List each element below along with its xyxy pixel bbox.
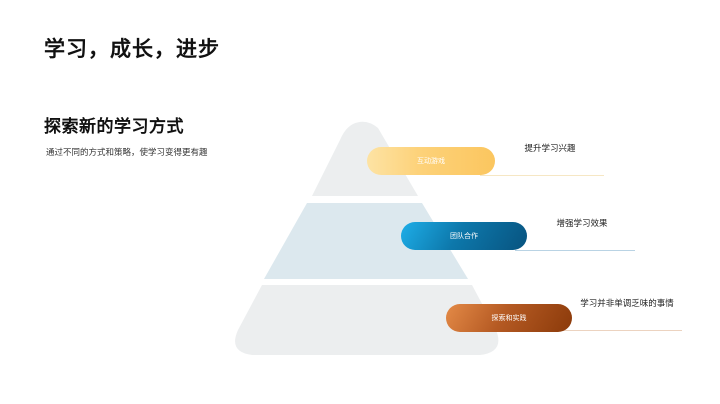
pyramid-level-bottom xyxy=(235,285,499,355)
level-description-2: 增强学习效果 xyxy=(556,219,608,229)
slide-title: 学习，成长，进步 xyxy=(44,37,220,61)
level-label-text: 探索和实践 xyxy=(491,314,527,322)
section-description: 通过不同的方式和策略，使学习变得更有趣 xyxy=(46,148,208,158)
level-label-teamwork: 团队合作 xyxy=(401,222,527,250)
level-description-1: 提升学习兴趣 xyxy=(524,144,576,154)
level-description-3: 学习并非单调乏味的事情 xyxy=(580,299,674,309)
level-label-text: 互动游戏 xyxy=(417,157,445,165)
connector-line-1 xyxy=(480,175,604,176)
pyramid-level-top xyxy=(312,121,418,196)
connector-line-2 xyxy=(515,250,635,251)
connector-line-3 xyxy=(560,330,682,331)
level-label-interactive-games: 互动游戏 xyxy=(367,147,495,175)
level-label-explore-practice: 探索和实践 xyxy=(446,304,572,332)
section-heading: 探索新的学习方式 xyxy=(44,117,184,137)
level-label-text: 团队合作 xyxy=(450,232,478,240)
